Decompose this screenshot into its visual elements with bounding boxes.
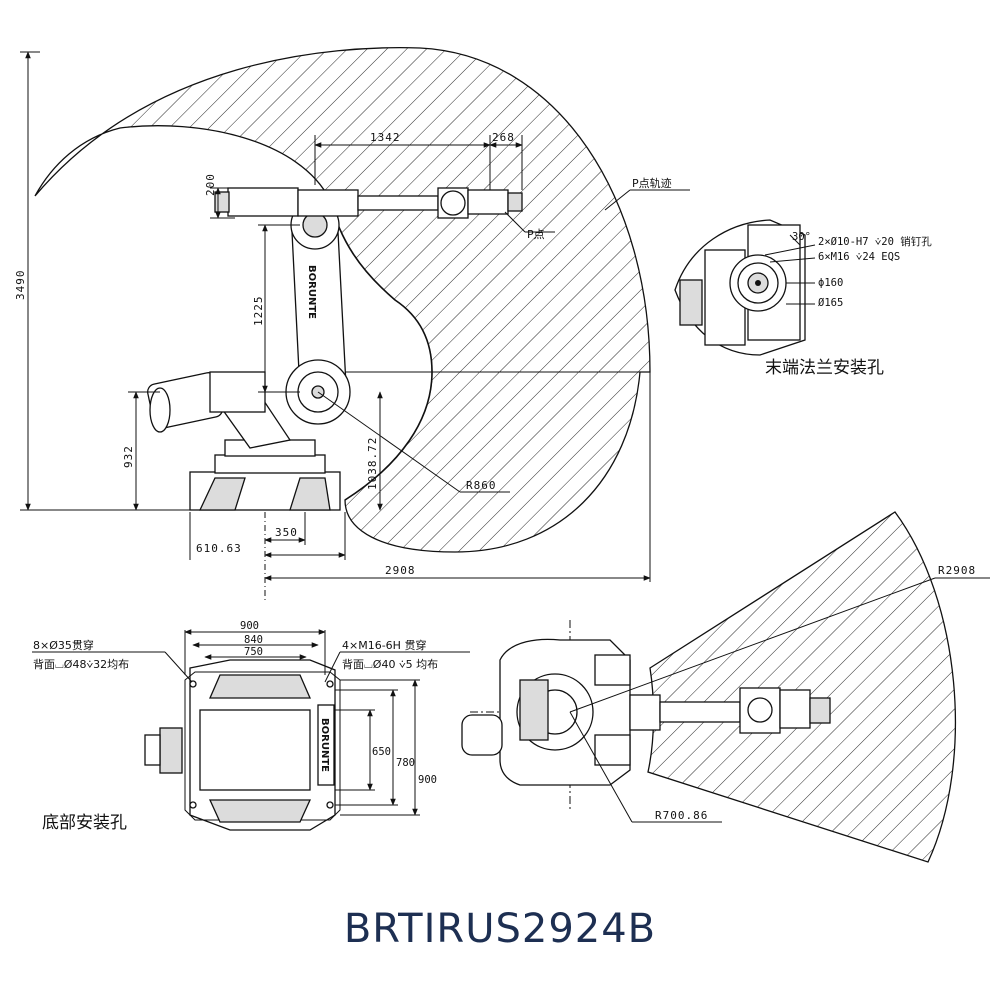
dim-932: 932	[122, 445, 135, 468]
base-dim-750: 750	[244, 646, 263, 658]
dim-268: 268	[492, 131, 515, 144]
base-dim-900: 900	[240, 620, 259, 632]
flange-hole-thread: 6×M16 ⩒24 EQS	[818, 251, 900, 263]
flange-angle: 30°	[792, 231, 811, 243]
flange-caption: 末端法兰安装孔	[765, 358, 884, 378]
flange-d165: Ø165	[818, 297, 843, 309]
flange-d160: ϕ160	[818, 277, 843, 289]
dim-610-63: 610.63	[196, 542, 242, 555]
base-dim-650: 650	[372, 746, 391, 758]
dim-1038-72: 1038.72	[366, 437, 379, 490]
side-arm-brand: BORUNTE	[306, 265, 317, 319]
base-brand: BORUNTE	[319, 718, 330, 772]
base-note-right-1: 4×M16-6H 贯穿	[342, 638, 426, 652]
base-note-left-1: 8×Ø35贯穿	[33, 638, 94, 652]
side-view: BORUNTE 1342 268 20	[14, 47, 690, 600]
dim-3490: 3490	[14, 270, 27, 301]
flange-hole-pin: 2×Ø10-H7 ⩒20 销钉孔	[818, 235, 932, 248]
side-workspace-region	[34, 47, 651, 553]
dim-1342: 1342	[370, 131, 401, 144]
dim-350: 350	[275, 526, 298, 539]
base-dim-900-v: 900	[418, 774, 437, 786]
dim-1225: 1225	[252, 296, 265, 327]
top-dim-r700-86: R700.86	[655, 809, 708, 822]
top-dim-r2908: R2908	[938, 564, 976, 577]
dim-200: 200	[204, 173, 217, 196]
model-name: BRTIRUS2924B	[344, 906, 656, 952]
flange-view: 30° 2×Ø10-H7 ⩒20 销钉孔 6×M16 ⩒24 EQS ϕ160 …	[674, 219, 932, 378]
label-p-point: P点	[527, 228, 545, 241]
base-dim-840: 840	[244, 634, 263, 646]
base-dim-780: 780	[396, 757, 415, 769]
dim-r860: R860	[466, 479, 497, 492]
base-view: BORUNTE 900 840 750 650 780 900 8×Ø35贯穿 …	[32, 620, 470, 833]
dim-2908: 2908	[385, 564, 416, 577]
base-caption: 底部安装孔	[42, 813, 127, 833]
base-note-left-2: 背面⌴Ø48⩒32均布	[33, 657, 129, 671]
label-p-path: P点轨迹	[632, 176, 672, 190]
side-robot: BORUNTE	[147, 187, 523, 511]
top-view: R2908 R700.86	[461, 511, 990, 863]
base-note-right-2: 背面⌴Ø40 ⩒5 均布	[342, 657, 438, 671]
